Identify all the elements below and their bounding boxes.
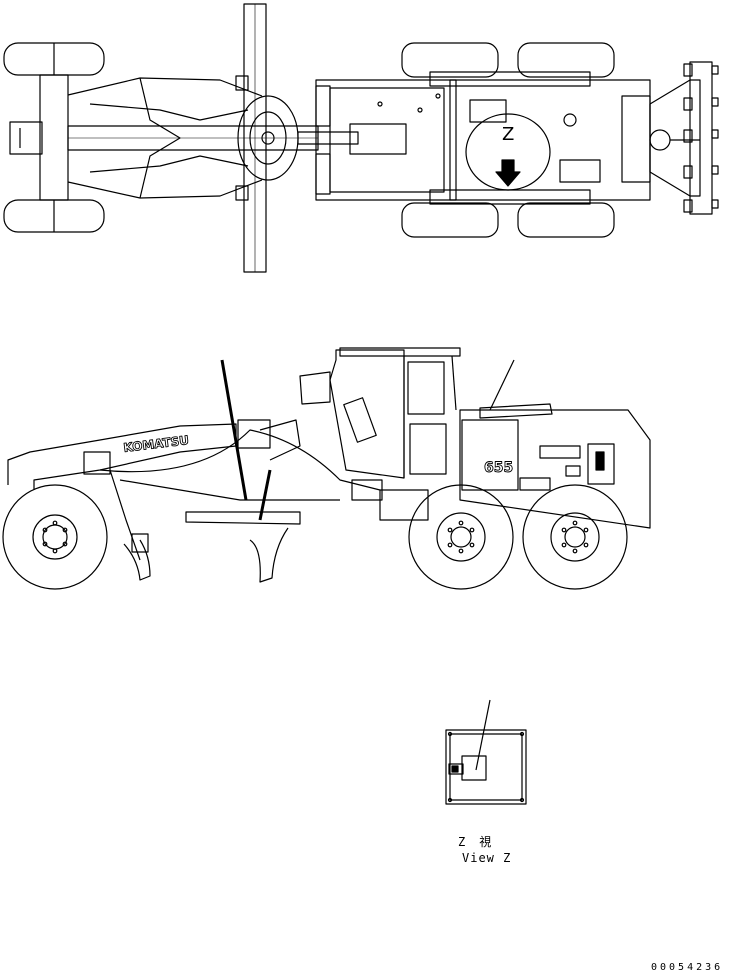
cab-top-view <box>315 79 457 201</box>
view-z-arrow <box>495 159 521 187</box>
rear-wheel-2-top <box>517 42 615 78</box>
view-z-letter: Z <box>502 124 514 145</box>
front-wheel-side <box>2 484 108 590</box>
leader-line <box>475 699 491 771</box>
view-z-detail <box>445 699 527 805</box>
decal-location <box>448 763 464 775</box>
rear-wheel-3-top <box>401 202 499 238</box>
side-view: KOMATSU <box>2 347 651 590</box>
rear-wheel-1-top <box>401 42 499 78</box>
blade-side <box>249 527 289 583</box>
document-number: 00054236 <box>651 962 724 973</box>
view-z-label-jp: Z 視 <box>458 835 493 849</box>
model-decal: 655 <box>484 460 513 476</box>
cab-side <box>329 349 405 479</box>
rear-wheel-2-side <box>522 484 628 590</box>
top-view: Z <box>3 3 719 273</box>
rear-wheel-1-side <box>408 484 514 590</box>
rear-wheel-4-top <box>517 202 615 238</box>
engine-hood-top-view <box>449 79 651 201</box>
ripper-top-view <box>689 61 713 215</box>
view-z-label-en: View Z <box>462 851 512 865</box>
